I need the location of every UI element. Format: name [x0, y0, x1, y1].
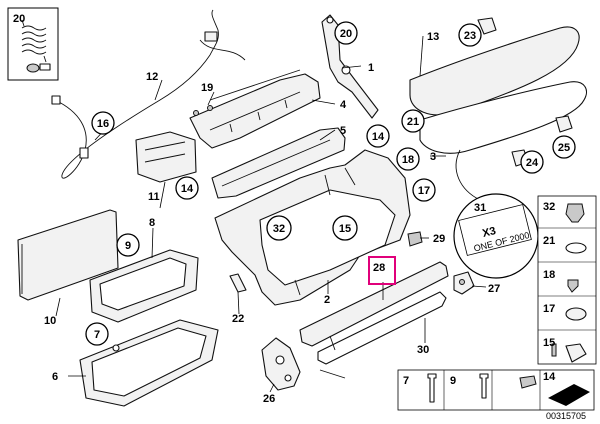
- callout-15: 15: [339, 223, 351, 235]
- callout-2: 2: [324, 294, 330, 306]
- callout-10: 10: [44, 315, 56, 327]
- callout-29: 29: [433, 233, 445, 245]
- row-18-part-icon: [567, 279, 579, 293]
- callout-32: 32: [273, 223, 285, 235]
- part-4-bracket: [189, 69, 321, 149]
- callout-26: 26: [263, 393, 275, 405]
- callout-23: 23: [464, 30, 476, 42]
- circled-callouts: 20 23 16 21 14 18 24 25 14 17 32 15 9 7: [85, 21, 576, 346]
- callout-4: 4: [340, 99, 347, 111]
- callout-27: 27: [488, 283, 500, 295]
- part-26-hinge: [261, 337, 301, 391]
- table-row-32: 32: [543, 201, 555, 213]
- callout-12: 12: [146, 71, 158, 83]
- table-row-18: 18: [543, 269, 555, 281]
- part-22-clip: [229, 273, 247, 293]
- part-23-clip: [477, 17, 497, 35]
- callout-16: 16: [97, 118, 109, 130]
- callout-1: 1: [368, 62, 374, 74]
- table-row-15: 15: [543, 337, 555, 349]
- callout-13: 13: [427, 31, 439, 43]
- bolt-7-icon: [427, 373, 437, 403]
- part-31-badge: X3 ONE OF 2000: [453, 193, 539, 279]
- bottom-row-9: 9: [450, 375, 456, 387]
- bolt-9-icon: [479, 373, 489, 399]
- callout-17: 17: [418, 185, 430, 197]
- side-table-labels: 32 21 18 17 15 14 7 9: [403, 201, 556, 387]
- callout-21: 21: [407, 116, 419, 128]
- part-5-trim-strip: [211, 127, 346, 199]
- callout-6: 6: [52, 371, 58, 383]
- callout-19: 19: [201, 82, 213, 94]
- callout-20: 20: [13, 13, 25, 25]
- badge-model-text: X3: [481, 225, 497, 240]
- part-6-glovebox-tray: [79, 319, 219, 407]
- part-12-bowden-cable: [51, 9, 246, 179]
- callout-7: 7: [94, 329, 100, 341]
- part-20-spring-box: [7, 7, 59, 81]
- part-27-bracket: [453, 271, 475, 295]
- bottom-row-7: 7: [403, 375, 409, 387]
- highlight-box-part-28: [368, 256, 396, 285]
- callout-20b: 20: [340, 28, 352, 40]
- callout-22: 22: [232, 313, 244, 325]
- nut-14-icon: [519, 375, 537, 389]
- callout-5: 5: [340, 125, 346, 137]
- callout-9: 9: [125, 240, 131, 252]
- callout-14-mid: 14: [181, 183, 194, 195]
- callout-30: 30: [417, 344, 429, 356]
- part-3-trim-panel: [419, 81, 588, 201]
- arrow-shape-icon: [548, 384, 590, 406]
- part-2-glovebox-frame: [214, 149, 411, 306]
- part-11-lock-housing: [135, 131, 197, 183]
- table-row-17: 17: [543, 303, 555, 315]
- callout-24: 24: [526, 157, 539, 169]
- callout-8: 8: [149, 217, 155, 229]
- row-14-part-icon: [565, 343, 587, 363]
- part-8-storage-tray: [89, 249, 199, 323]
- row-32-part-icon: [565, 203, 585, 223]
- callout-14-top: 14: [372, 131, 385, 143]
- plain-callouts: 20 12 1 19 4 5 13 3 11 8 10 6 22 2 30 27…: [13, 13, 500, 405]
- callout-3: 3: [430, 151, 436, 163]
- row-17-part-icon: [565, 307, 587, 321]
- part-1-lever: [321, 14, 379, 119]
- side-parts-table: [537, 195, 597, 365]
- callout-18: 18: [402, 154, 414, 166]
- catalog-number: 00315705: [546, 411, 586, 421]
- callout-25: 25: [558, 142, 570, 154]
- part-30-hinge-rail: [299, 261, 449, 379]
- part-25-clip: [555, 115, 573, 133]
- callout-28-highlighted: 28: [373, 262, 385, 274]
- part-29-clip: [407, 231, 423, 247]
- callout-31: 31: [474, 202, 486, 214]
- row-21-part-icon: [565, 242, 587, 254]
- bottom-fastener-table: [397, 369, 595, 411]
- table-row-21: 21: [543, 235, 555, 247]
- table-row-14: 14: [543, 371, 556, 383]
- row-15-part-icon: [551, 343, 557, 357]
- callout-11: 11: [148, 191, 160, 203]
- part-10-cover-panel: [17, 209, 119, 301]
